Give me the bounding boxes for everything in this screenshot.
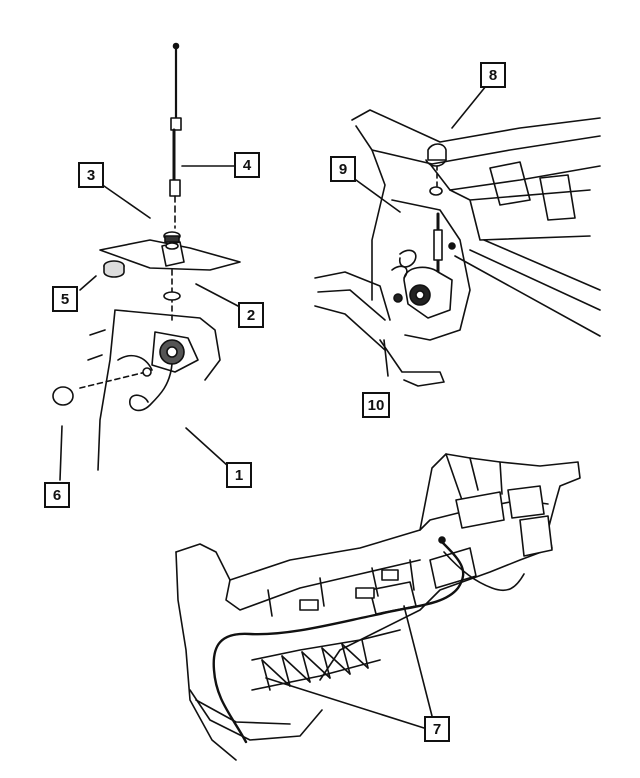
callout-6: 6 <box>44 482 70 508</box>
callout-7: 7 <box>424 716 450 742</box>
callout-8: 8 <box>480 62 506 88</box>
callout-1: 1 <box>226 462 252 488</box>
callout-9: 9 <box>330 156 356 182</box>
callout-5: 5 <box>52 286 78 312</box>
callout-4: 4 <box>234 152 260 178</box>
callout-2: 2 <box>238 302 264 328</box>
callout-3: 3 <box>78 162 104 188</box>
power-antenna-motor-assembly <box>314 85 601 387</box>
callout-10: 10 <box>362 392 390 418</box>
instrument-panel-cable-routing <box>175 453 581 761</box>
antenna-mast-assembly <box>52 42 241 481</box>
